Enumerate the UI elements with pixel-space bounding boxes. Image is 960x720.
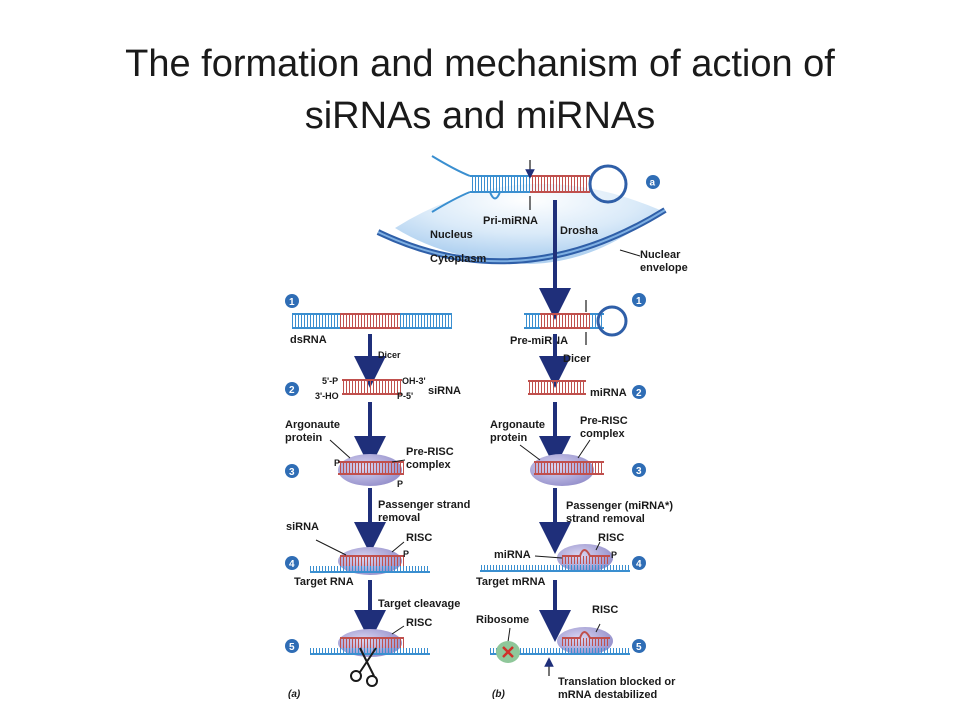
target-rna-label: Target RNA [294, 576, 354, 588]
ribosome-icon [496, 641, 520, 663]
argonaute-left-2: protein [285, 432, 323, 444]
risc-left-5-label: RISC [406, 617, 432, 629]
svg-text:3: 3 [289, 467, 295, 478]
mirna-step4-label: miRNA [494, 549, 531, 561]
svg-text:4: 4 [636, 559, 642, 570]
risc-right-5-label: RISC [592, 604, 618, 616]
step-5-badge-right: 5 [632, 639, 646, 653]
step-2-badge-left: 2 [285, 382, 299, 396]
three-ho-label: 3'-HO [315, 391, 339, 401]
scissors-icon [350, 647, 378, 687]
dsrna-duplex [292, 313, 452, 329]
mirna-duplex [528, 380, 586, 395]
ribosome-label: Ribosome [476, 614, 529, 626]
panel-b-label: (b) [492, 689, 505, 700]
prerisc-complex-left [329, 439, 406, 486]
pri-mirna-hairpin [431, 155, 628, 213]
dsrna-label: dsRNA [290, 334, 327, 346]
mirna-step2-label: miRNA [590, 387, 627, 399]
svg-text:a: a [650, 178, 656, 189]
drosha-label: Drosha [560, 225, 599, 237]
sirna-duplex [342, 379, 402, 395]
svg-text:3: 3 [636, 466, 642, 477]
step-5-badge-left: 5 [285, 639, 299, 653]
risc-left-4-label: RISC [406, 532, 432, 544]
p-label-left-4: P [403, 549, 409, 559]
sirna-step2-label: siRNA [428, 385, 461, 397]
pre-mirna-label: Pre-miRNA [510, 335, 568, 347]
risc-target-right [480, 541, 630, 572]
p-label-left-3a: P [334, 458, 340, 468]
passenger-right-1: Passenger (miRNA*) [566, 500, 673, 512]
step-3-badge-left: 3 [285, 464, 299, 478]
argonaute-right-1: Argonaute [490, 419, 545, 431]
step-4-badge-right: 4 [632, 556, 646, 570]
step-4-badge-left: 4 [285, 556, 299, 570]
dicer-label-left: Dicer [378, 350, 401, 360]
prerisc-complex-right [519, 439, 604, 486]
p-label-right-4: P [611, 550, 617, 560]
panel-a-badge: a [646, 175, 660, 189]
svg-text:1: 1 [289, 297, 295, 308]
prerisc-right-1: Pre-RISC [580, 415, 628, 427]
svg-text:2: 2 [636, 388, 642, 399]
target-cleavage-label: Target cleavage [378, 598, 460, 610]
svg-text:5: 5 [289, 642, 295, 653]
step-3-badge-right: 3 [632, 463, 646, 477]
dicer-label-right: Dicer [563, 353, 591, 365]
passenger-right-2: strand removal [566, 513, 645, 525]
risc-cleavage-left [310, 625, 430, 657]
step-1-badge-left: 1 [285, 294, 299, 308]
five-p-label: 5'-P [322, 376, 338, 386]
risc-right-4-label: RISC [598, 532, 624, 544]
risc-target-left [310, 539, 430, 575]
sirna-step4-label: siRNA [286, 521, 319, 533]
passenger-left-1: Passenger strand [378, 499, 470, 511]
argonaute-right-2: protein [490, 432, 528, 444]
prerisc-left-1: Pre-RISC [406, 446, 454, 458]
slide-title: The formation and mechanism of action of… [125, 43, 835, 137]
prerisc-left-2: complex [406, 459, 452, 471]
pre-mirna-hairpin [524, 300, 628, 345]
p-label-left-3b: P [397, 479, 403, 489]
p-five-label: P-5' [397, 391, 413, 401]
blocked-label-2: mRNA destabilized [558, 689, 657, 701]
oh-three-label: OH-3' [402, 376, 426, 386]
svg-text:5: 5 [636, 642, 642, 653]
nucleus-region [376, 183, 667, 265]
prerisc-right-2: complex [580, 428, 626, 440]
step-1-badge-right: 1 [632, 293, 646, 307]
svg-text:1: 1 [636, 296, 642, 307]
pri-mirna-label: Pri-miRNA [483, 215, 538, 227]
cytoplasm-label: Cytoplasm [430, 253, 486, 265]
panel-a-label: (a) [288, 689, 301, 700]
nucleus-label: Nucleus [430, 229, 473, 241]
argonaute-left-1: Argonaute [285, 419, 340, 431]
passenger-left-2: removal [378, 512, 420, 524]
nuclear-envelope-label-1: Nuclear [640, 249, 681, 261]
target-mrna-label: Target mRNA [476, 576, 546, 588]
svg-text:2: 2 [289, 385, 295, 396]
nuclear-envelope-label-2: envelope [640, 262, 688, 274]
blocked-label-1: Translation blocked or [558, 676, 676, 688]
svg-text:4: 4 [289, 559, 295, 570]
step-2-badge-right: 2 [632, 385, 646, 399]
